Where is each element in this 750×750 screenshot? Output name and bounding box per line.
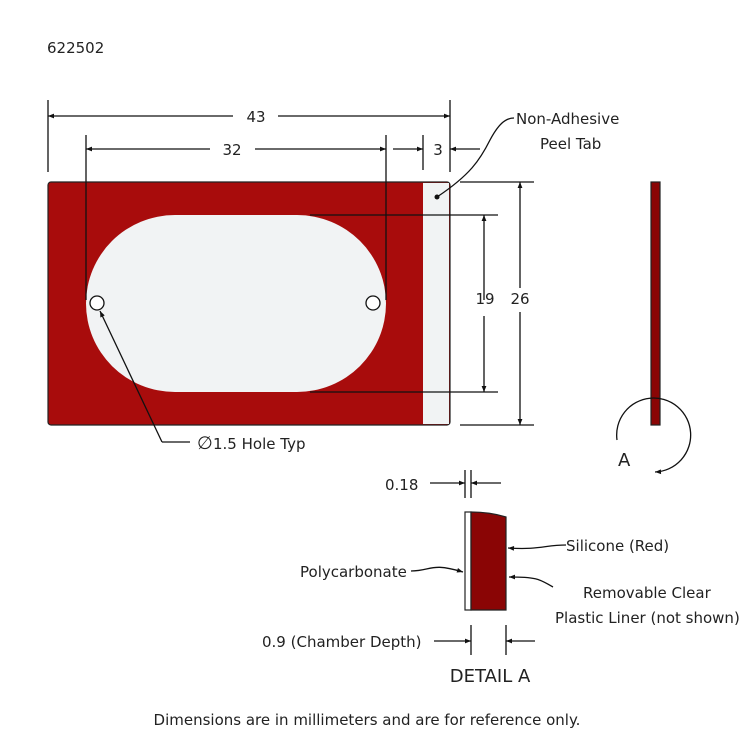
footer-note: Dimensions are in millimeters and are fo…: [154, 711, 581, 729]
liner-label-1: Removable Clear: [583, 584, 712, 602]
liner-label-2: Plastic Liner (not shown): [555, 609, 740, 627]
hole-right: [365, 295, 381, 311]
polycarbonate-label: Polycarbonate: [300, 563, 407, 581]
silicone-label: Silicone (Red): [566, 537, 669, 555]
peel-tab: [423, 183, 449, 424]
peel-tab-label-2: Peel Tab: [540, 135, 601, 153]
peel-tab-label-1: Non-Adhesive: [516, 110, 619, 128]
detail-a: 0.18 Silicone (Red) Polycarbonate Remova…: [262, 470, 740, 687]
dim-chamber-height: 19: [475, 290, 494, 308]
dim-tab-width: 3: [433, 141, 443, 159]
hole-leader: [99, 310, 163, 443]
dim-polycarbonate-thickness: 0.18: [385, 476, 418, 494]
dim-overall-width: 43: [246, 108, 265, 126]
detail-title: DETAIL A: [450, 666, 531, 687]
side-view: A: [616, 181, 692, 475]
view-label-a: A: [618, 450, 631, 471]
peel-tab-leader: [436, 117, 515, 198]
diameter-symbol: ∅: [197, 433, 213, 454]
hole-left: [89, 295, 105, 311]
part-number: 622502: [47, 39, 104, 57]
dim-overall-height: 26: [510, 290, 529, 308]
silicone-layer: [470, 511, 507, 611]
detail-circle: [616, 397, 692, 475]
dim-hole-spacing: 32: [222, 141, 241, 159]
polycarbonate-layer: [464, 511, 472, 611]
gasket-top-view: [47, 181, 451, 426]
dim-chamber-depth: 0.9 (Chamber Depth): [262, 633, 422, 651]
hole-callout: 1.5 Hole Typ: [213, 435, 305, 453]
chamber-oval: [86, 215, 386, 392]
